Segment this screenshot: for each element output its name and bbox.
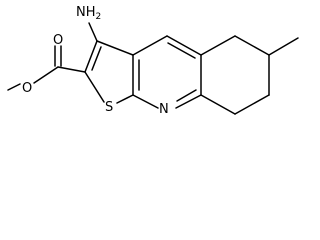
- bond-c7a-n: [132, 94, 159, 109]
- bond-o-carbonyl: [33, 66, 59, 84]
- molecule-structure-diagram: NH2 O O S N: [7, 5, 299, 117]
- bond-n-c8a-inner: [176, 89, 197, 102]
- bond-c6-methyl: [268, 37, 299, 56]
- bond-c2-c3-inner: [91, 46, 102, 71]
- nitrogen-label: N: [159, 102, 169, 117]
- bond-n-c8a: [175, 94, 202, 109]
- bond-c4-c4a-inner: [167, 42, 196, 59]
- bond-lines: [7, 22, 299, 115]
- bond-carbonyl-ring: [57, 66, 86, 73]
- bond-c2-c3: [84, 40, 98, 73]
- atom-labels: NH2 O O S N: [22, 5, 169, 117]
- bond-c3a-c4: [132, 35, 168, 56]
- bond-c2-s: [84, 71, 105, 103]
- amino-label: NH2: [76, 5, 101, 22]
- ester-oxygen-label: O: [22, 81, 32, 96]
- bond-c3-nh2: [88, 22, 98, 42]
- bond-c5-c6: [234, 35, 270, 56]
- bond-s-c7a: [116, 94, 134, 104]
- bond-c4a-c5: [200, 35, 236, 56]
- bond-c7-c8: [234, 94, 270, 115]
- bond-c8-c8a: [200, 94, 236, 115]
- bond-c3-c3a: [96, 40, 134, 56]
- sulfur-label: S: [105, 100, 113, 115]
- carbonyl-oxygen-label: O: [53, 33, 63, 48]
- bond-c4-c4a: [166, 35, 202, 56]
- amino-group-label: NH2: [76, 5, 101, 22]
- bond-methyl-o: [7, 83, 21, 91]
